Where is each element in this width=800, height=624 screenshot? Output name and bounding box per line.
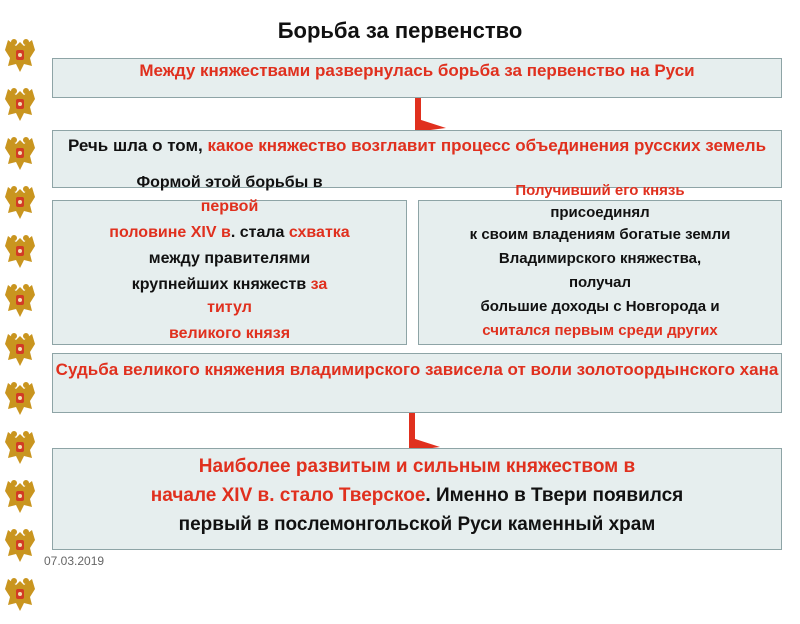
privileges-line-3: к своим владениям богатые земли: [469, 226, 731, 243]
struggle-line-5: крупнейших княжеств за: [131, 276, 328, 293]
intro-text: Между княжествами развернулась борьба за…: [139, 61, 695, 80]
struggle-line-4: между правителями: [148, 250, 311, 267]
eagle-emblem-icon: [5, 186, 35, 219]
struggle-line-6: титул: [207, 299, 252, 316]
eagle-emblem-icon: [5, 235, 35, 268]
arrow-down-1: [415, 98, 446, 132]
eagle-emblem-icon: [5, 88, 35, 121]
emblem-column: [2, 36, 42, 624]
slide-title: Борьба за первенство: [277, 18, 523, 43]
eagle-emblem-icon: [5, 480, 35, 513]
eagle-emblem-icon: [5, 431, 35, 464]
privileges-line-5: получал: [568, 274, 632, 291]
eagle-emblem-icon: [5, 284, 35, 317]
horde-dependence-text: Судьба великого княжения владимирского з…: [55, 360, 779, 379]
privileges-line-4: Владимирского княжества,: [498, 250, 702, 267]
eagle-emblem-icon: [5, 39, 35, 72]
question-box: Речь шла о том, какое княжество возглави…: [52, 130, 782, 188]
struggle-line-1: Формой этой борьбы в: [136, 174, 323, 191]
tver-line-1: Наиболее развитым и сильным княжеством в: [198, 456, 636, 477]
struggle-line-2: первой: [200, 198, 259, 215]
privileges-line-1: Получивший его князь: [515, 182, 685, 199]
struggle-line-7: великого князя: [168, 325, 291, 342]
tver-line-2: начале XIV в. стало Тверское. Именно в Т…: [150, 485, 684, 506]
eagle-emblem-icon: [5, 382, 35, 415]
arrow-down-2: [409, 413, 440, 451]
eagle-emblem-icon: [5, 529, 35, 562]
privileges-line-2: присоединял: [550, 204, 650, 221]
slide-date: 07.03.2019: [44, 554, 105, 568]
struggle-line-3: половине XIV в. стала схватка: [109, 224, 350, 241]
question-text-highlight: какое княжество возглавит процесс объеди…: [207, 136, 767, 155]
eagle-emblem-icon: [5, 333, 35, 366]
privileges-line-6: большие доходы с Новгорода и: [480, 298, 720, 315]
intro-box: Между княжествами развернулась борьба за…: [52, 58, 782, 98]
struggle-form-box: Формой этой борьбы в первой половине XIV…: [52, 174, 407, 345]
prince-privileges-box: Получивший его князь присоединял к своим…: [418, 182, 782, 345]
privileges-line-7: считался первым среди других: [482, 322, 718, 339]
eagle-emblem-icon: [5, 137, 35, 170]
horde-dependence-box: Судьба великого княжения владимирского з…: [52, 353, 782, 413]
eagle-emblem-icon: [5, 578, 35, 611]
question-text-lead: Речь шла о том,: [67, 136, 208, 155]
tver-box: Наиболее развитым и сильным княжеством в…: [52, 448, 782, 550]
tver-line-3: первый в послемонгольской Руси каменный …: [178, 514, 656, 535]
